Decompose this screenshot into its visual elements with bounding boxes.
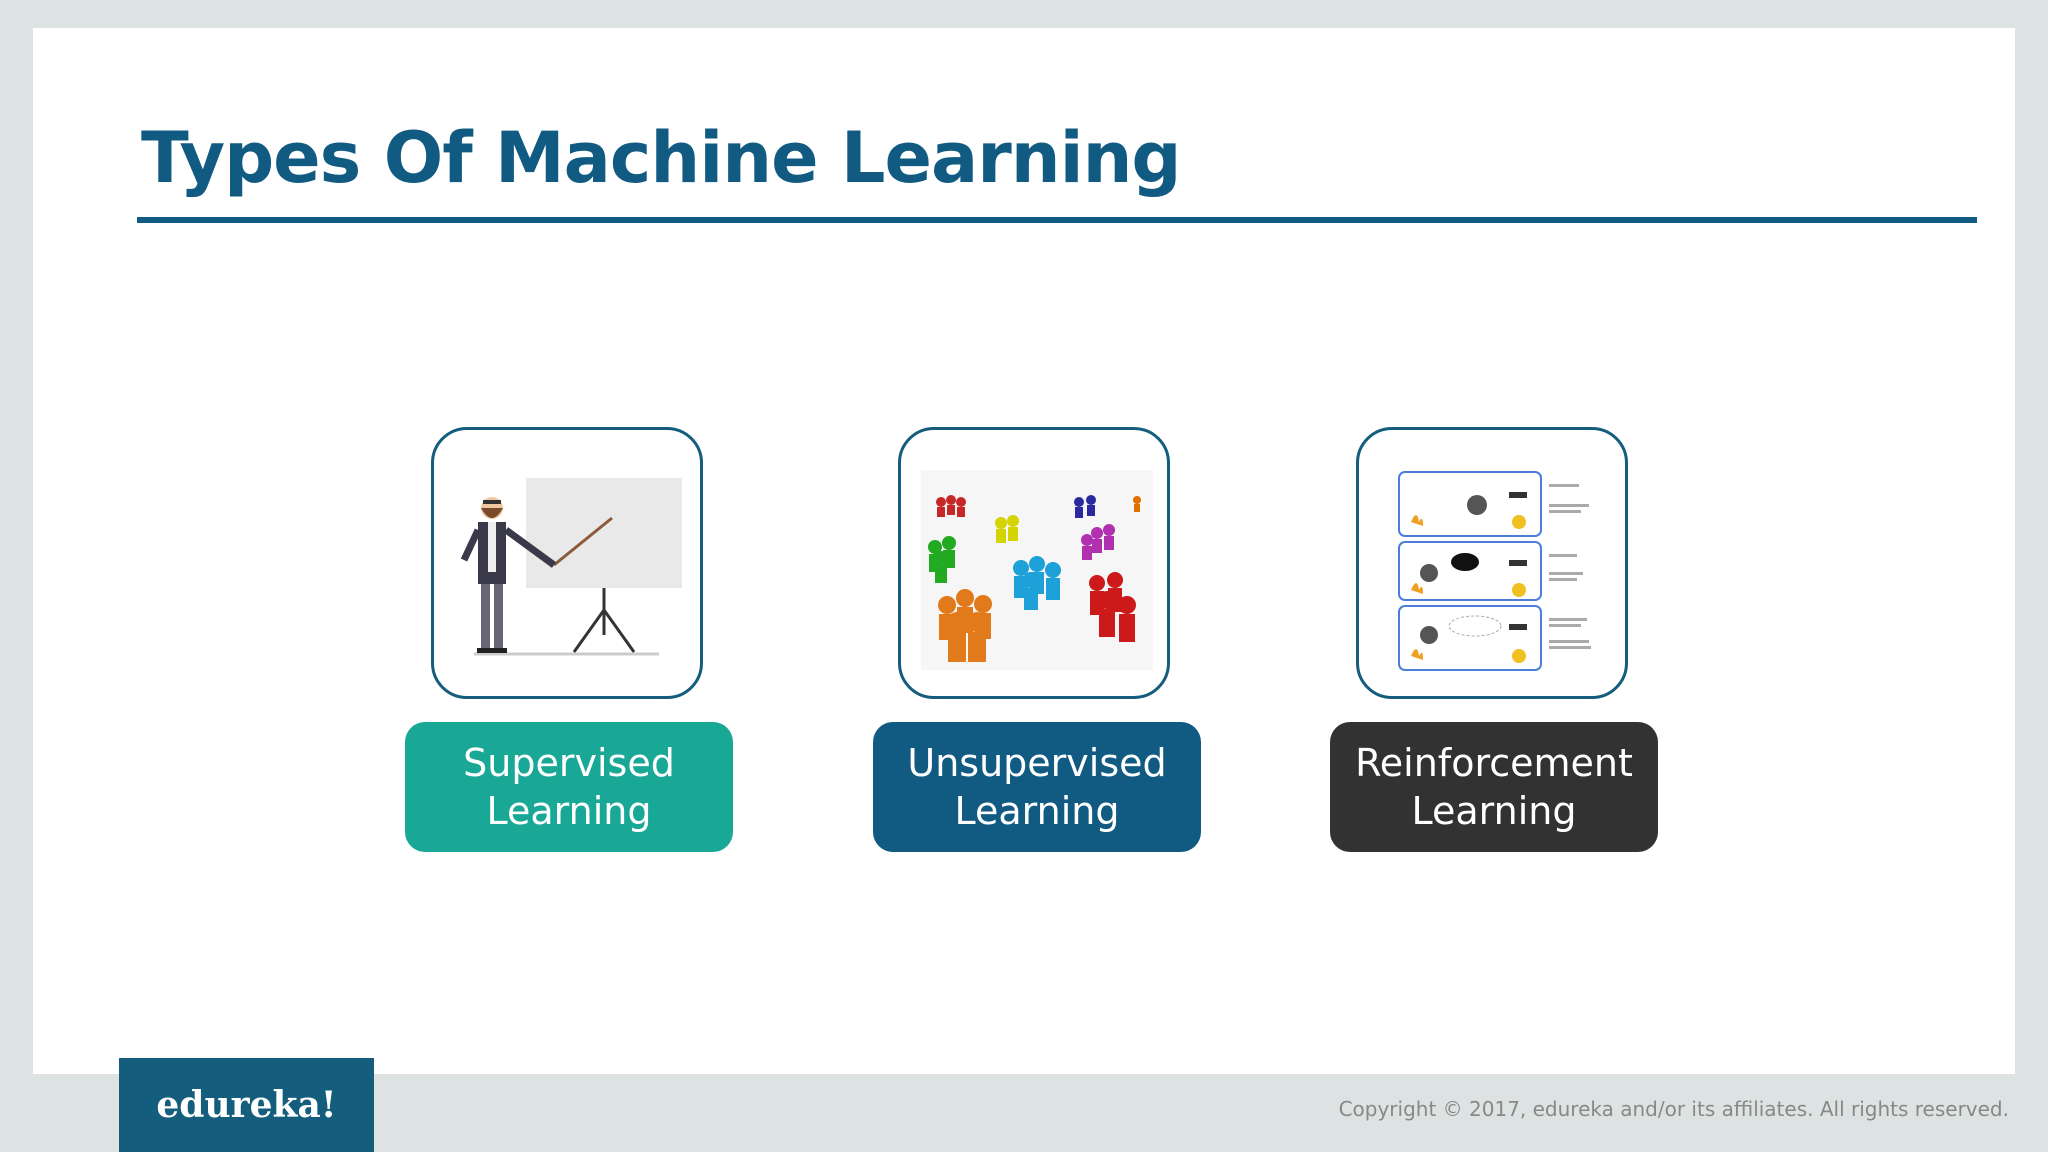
supervised-image-card: [431, 427, 703, 699]
title-divider: [137, 217, 1977, 223]
agent-environment-diagram-icon: [1398, 471, 1591, 671]
reinforcement-learning-label[interactable]: Reinforcement Learning: [1330, 722, 1658, 852]
copyright-notice: Copyright © 2017, edureka and/or its aff…: [1338, 1097, 2009, 1121]
supervised-learning-label[interactable]: Supervised Learning: [405, 722, 733, 852]
edureka-logo: edureka!: [119, 1058, 374, 1152]
unsupervised-image-card: [898, 427, 1170, 699]
people-clusters-icon: [921, 470, 1153, 670]
unsupervised-learning-label[interactable]: Unsupervised Learning: [873, 722, 1201, 852]
teacher-whiteboard-icon: [460, 478, 682, 656]
slide-title: Types Of Machine Learning: [141, 117, 1182, 199]
reinforcement-image-card: [1356, 427, 1628, 699]
